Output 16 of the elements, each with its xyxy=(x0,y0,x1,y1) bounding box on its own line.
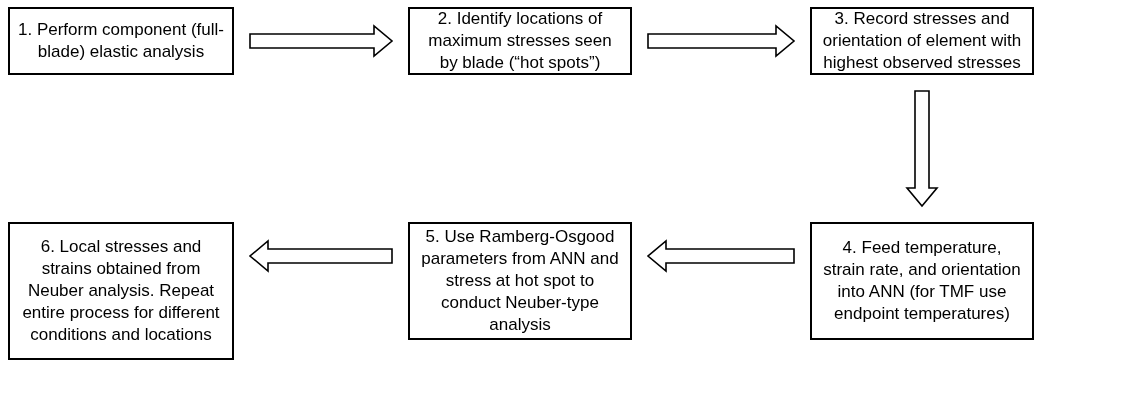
step-text: 1. Perform component (full-blade) elastic analysis xyxy=(18,18,224,63)
process-box xyxy=(408,7,632,75)
block-arrow xyxy=(248,239,393,273)
block-arrow xyxy=(646,239,795,273)
process-box xyxy=(408,222,632,340)
step-text: 2. Identify locations of maximum stresses seen by blade (“hot spots”) xyxy=(427,7,613,75)
step-text: 5. Use Ramberg-Osgood parameters from ANN and stress at hot spot to conduct Neuber-type analysis xyxy=(420,225,620,337)
block-arrow xyxy=(249,24,394,58)
step-text: 3. Record stresses and orientation of element with highest observed stresses xyxy=(821,7,1023,75)
process-box xyxy=(810,222,1034,340)
process-box xyxy=(8,222,234,360)
block-arrow xyxy=(905,90,939,208)
step-text: 6. Local stresses and strains obtained from Neuber analysis. Repeat entire process for different conditions and locations xyxy=(21,235,221,347)
block-arrow xyxy=(647,24,796,58)
process-box xyxy=(8,7,234,75)
step-text: 4. Feed temperature, strain rate, and orientation into ANN (for TMF use endpoint temperatures) xyxy=(822,236,1022,326)
